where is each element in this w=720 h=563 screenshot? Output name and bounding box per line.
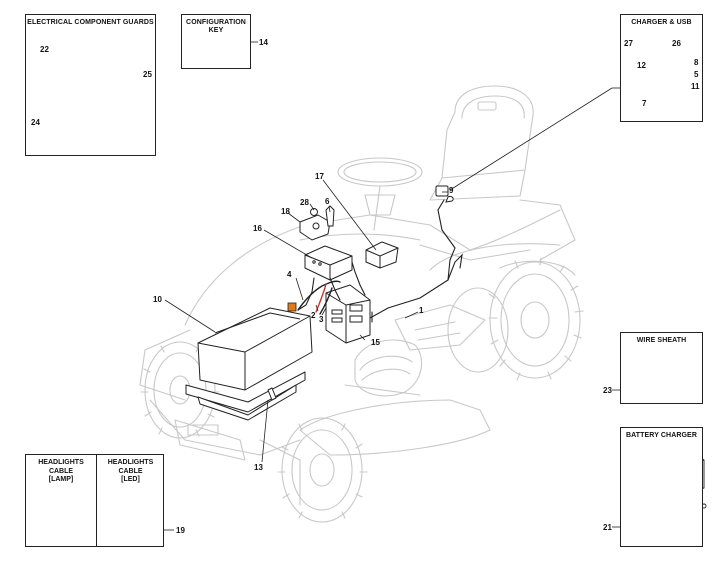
wiring-harness (297, 199, 463, 323)
headlights-box: HEADLIGHTS CABLE [LAMP] HEADLIGHTS CABLE… (25, 454, 164, 547)
battery-assembly (185, 307, 313, 421)
callout-23: 23 (603, 386, 612, 395)
callout-9: 9 (449, 186, 454, 195)
small-parts (310, 196, 454, 227)
control-module (325, 284, 371, 344)
config-key-box-title: CONFIGURATION KEY (186, 19, 246, 34)
callout-1: 1 (419, 306, 424, 315)
callout-21: 21 (603, 523, 612, 532)
callout-16: 16 (253, 224, 262, 233)
callout-26: 26 (672, 39, 681, 48)
charger-usb-box: CHARGER & USB (620, 14, 703, 122)
callout-18: 18 (281, 207, 290, 216)
box-leaders (164, 41, 620, 531)
callout-3: 3 (319, 315, 324, 324)
callout-19: 19 (176, 526, 185, 535)
callout-5: 5 (694, 70, 699, 79)
callout-10: 10 (153, 295, 162, 304)
wire-sheath-box-title: WIRE SHEATH (636, 337, 687, 344)
wire-sheath-box: WIRE SHEATH (620, 332, 703, 404)
headlights-lamp-title: HEADLIGHTS CABLE [LAMP] (38, 459, 84, 483)
leader-lines (164, 87, 620, 463)
config-key-box: CONFIGURATION KEY (181, 14, 251, 69)
fuse-holder (287, 302, 297, 312)
guards-box-title: ELECTRICAL COMPONENT GUARDS (27, 19, 154, 26)
callout-17: 17 (315, 172, 324, 181)
callout-4: 4 (287, 270, 292, 279)
callout-7: 7 (642, 99, 647, 108)
callout-14: 14 (259, 38, 268, 47)
callout-8: 8 (694, 58, 699, 67)
headlights-led-title: HEADLIGHTS CABLE [LED] (107, 459, 154, 483)
callout-11: 11 (691, 82, 700, 91)
callout-12: 12 (637, 61, 646, 70)
callout-28: 28 (300, 198, 309, 207)
battery-charger-box: BATTERY CHARGER (620, 427, 703, 547)
callout-6: 6 (325, 197, 330, 206)
callout-15: 15 (371, 338, 380, 347)
callout-22: 22 (40, 45, 49, 54)
battery-cables (297, 280, 341, 315)
callout-27: 27 (624, 39, 633, 48)
key-switch (299, 214, 331, 241)
relay-board (304, 245, 353, 281)
usb-module (365, 241, 399, 269)
charger-socket (435, 185, 449, 197)
battery-charger-box-title: BATTERY CHARGER (626, 432, 697, 439)
callout-25: 25 (143, 70, 152, 79)
charger-usb-box-title: CHARGER & USB (631, 19, 692, 26)
callout-2: 2 (311, 311, 316, 320)
guards-box: ELECTRICAL COMPONENT GUARDS (25, 14, 156, 156)
callout-13: 13 (254, 463, 263, 472)
callout-24: 24 (31, 118, 40, 127)
